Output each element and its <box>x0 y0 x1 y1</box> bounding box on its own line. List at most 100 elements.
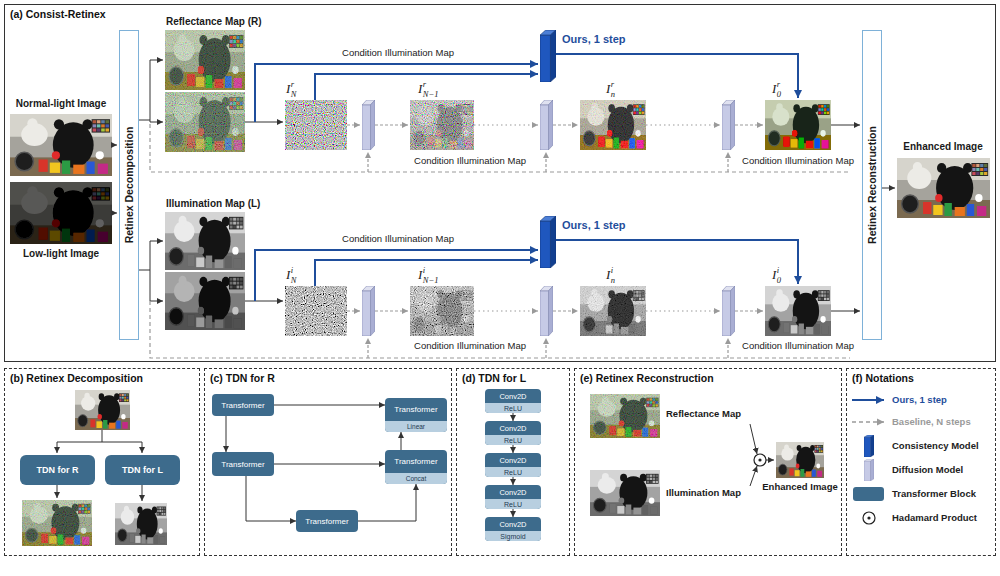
node-label: Conv2D <box>499 488 526 497</box>
wire <box>245 122 283 123</box>
connector <box>274 464 385 465</box>
wire <box>150 122 163 123</box>
block-bar: Sigmoid <box>485 531 541 541</box>
panel-frame: (b) Retinex DecompositionTDN for RTDN fo… <box>4 368 200 556</box>
condition-arrow <box>727 152 728 172</box>
diffusion-model <box>540 100 553 150</box>
photo <box>580 286 646 336</box>
baseline-dots <box>646 124 720 125</box>
image-caption: Enhanced Image <box>903 141 982 152</box>
math-index: N−1 <box>423 90 439 99</box>
noise-overlay <box>165 30 245 90</box>
math-index: n <box>611 276 615 285</box>
illumination-map <box>590 470 660 516</box>
hadamard-symbol <box>754 454 766 466</box>
wire <box>139 60 150 301</box>
clean-image <box>765 286 831 336</box>
input-photo <box>75 390 130 430</box>
legend-sample <box>864 459 874 481</box>
reflectance-map <box>165 92 245 152</box>
math-index: r <box>777 80 780 89</box>
layer-label: ReLU <box>504 405 522 412</box>
condition-arrow <box>545 338 546 358</box>
wire <box>150 241 163 242</box>
process-box: Retinex Reconstruction <box>862 30 882 340</box>
noise-overlay <box>165 92 245 152</box>
node-label: (c) TDN for R <box>210 372 275 384</box>
node-label: Conv2D <box>499 392 526 401</box>
node-label: Retinex Reconstruction <box>866 126 878 244</box>
layer-label: ReLU <box>504 501 522 508</box>
node-label: TDN for R <box>37 465 79 475</box>
output-arrow <box>556 54 798 98</box>
math-index: N <box>291 90 297 99</box>
block-body: Transformer <box>385 398 447 421</box>
block-body: Transformer <box>385 450 447 473</box>
illumination-map <box>165 212 245 270</box>
legend-sample <box>863 512 875 524</box>
photo <box>410 286 474 336</box>
panel-frame: (a) Consist-RetinexRetinex Decomposition… <box>4 4 996 362</box>
panel-frame: (c) TDN for RTransformerTransformerLinea… <box>204 368 452 556</box>
image-caption: Reflectance Map <box>666 409 741 419</box>
baseline-dots <box>474 124 538 125</box>
panel-frame: (d) TDN for LConv2DReLUConv2DReLUConv2DR… <box>456 368 570 556</box>
baseline-arrow <box>375 310 408 311</box>
connector <box>226 416 227 452</box>
wire <box>112 145 117 146</box>
wire <box>766 460 774 461</box>
conv-block: Conv2D ReLU <box>485 485 541 509</box>
node-label: Retinex Decomposition <box>123 127 135 244</box>
wires <box>112 60 895 311</box>
node-label: (e) Retinex Reconstruction <box>580 372 714 384</box>
image-caption: Low-light Image <box>23 248 99 259</box>
wire <box>150 301 163 302</box>
legend-sample <box>864 435 874 457</box>
connector <box>246 476 296 521</box>
transformer-block: Transformer <box>212 394 274 416</box>
signal-label: Condition Illumination Map <box>342 234 454 244</box>
node-label: Transformer <box>221 460 264 469</box>
math-index: r <box>423 80 426 89</box>
tint-overlay <box>22 500 92 546</box>
wire <box>150 60 163 61</box>
node-label: Transformer <box>394 457 437 466</box>
math-index: r <box>611 80 614 89</box>
wire <box>57 430 142 442</box>
math-symbol: I <box>418 82 422 95</box>
node-label: (d) TDN for L <box>462 372 526 384</box>
reflectance-map <box>22 500 92 546</box>
wire <box>831 125 860 126</box>
photo <box>765 100 831 150</box>
noise-arrow <box>315 74 538 100</box>
noise-arrow <box>315 260 538 286</box>
baseline-dots <box>646 310 720 311</box>
reflectance-photo <box>165 92 245 152</box>
enhanced-photo <box>897 158 990 218</box>
block-bar: Linear <box>385 421 447 432</box>
layer-label: ReLU <box>504 437 522 444</box>
reflectance-map <box>590 394 660 438</box>
baseline-arrow <box>347 124 360 125</box>
reflectance-photo <box>22 500 92 546</box>
connector <box>274 405 385 406</box>
connector <box>358 484 416 521</box>
noise-overlay <box>580 100 646 150</box>
wire <box>57 442 58 453</box>
diffusion-model <box>722 100 735 150</box>
method-label: Ours, 1 step <box>562 219 626 231</box>
wire <box>831 311 860 312</box>
transformer-block: TransformerConcat <box>385 450 447 484</box>
clean-image <box>765 100 831 150</box>
tint-overlay <box>765 100 831 150</box>
legend-text: Ours, 1 step <box>892 393 947 407</box>
legend-text: Hadamard Product <box>892 511 977 525</box>
math-index: i <box>777 266 779 275</box>
condition-arrow <box>255 250 538 301</box>
connector <box>513 413 514 421</box>
legend-swatch <box>853 487 884 501</box>
baseline-arrow <box>735 124 763 125</box>
math-index: n <box>611 90 615 99</box>
diffusion-model <box>540 286 553 336</box>
math-index: r <box>291 80 294 89</box>
